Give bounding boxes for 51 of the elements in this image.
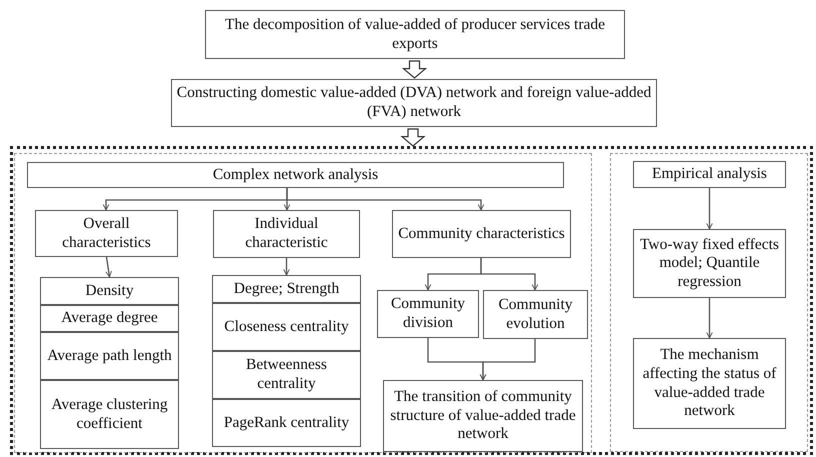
process-box: [40, 380, 179, 449]
box-label: Degree; Strength: [232, 280, 340, 298]
box-label: Average degree: [60, 309, 159, 328]
process-box: [483, 290, 588, 339]
process-box: [377, 290, 479, 338]
arrow: [105, 256, 112, 278]
arrow: [283, 258, 290, 276]
process-box: [213, 210, 360, 258]
box-label: Overall characteristics: [61, 214, 152, 252]
process-box: [40, 332, 179, 380]
process-box: [212, 351, 361, 399]
arrow: [706, 298, 713, 338]
process-box: [633, 161, 786, 188]
box-label: Two-way fixed effects model; Quantile regression: [639, 236, 780, 292]
box-label: Community evolution: [497, 296, 574, 334]
box-label: Community characteristics: [397, 224, 566, 244]
box-label: Complex network analysis: [212, 166, 380, 184]
box-label: Empirical analysis: [651, 165, 768, 184]
box-label: Constructing domestic value-added (DVA) network and foreign value-added (FVA) network: [176, 84, 652, 122]
box-label: The decomposition of value-added of producer services trade exports: [224, 16, 606, 54]
panel-background: [14, 153, 592, 453]
arrow: [286, 188, 484, 210]
box-label: PageRank centrality: [222, 414, 350, 432]
process-box: [633, 229, 786, 298]
dashed-frame: [10, 146, 813, 455]
process-box: [212, 399, 361, 447]
box-label: Density: [84, 282, 135, 300]
box-label: Closeness centrality: [223, 318, 350, 336]
box-label: The mechanism affecting the status of value-added trade network: [642, 346, 778, 421]
box-label: Betweenness centrality: [245, 356, 328, 394]
block-arrow: [400, 128, 426, 147]
process-box: [212, 275, 361, 303]
process-box: [205, 10, 625, 59]
arrow: [706, 188, 713, 230]
box-label: Average clustering coefficient: [50, 396, 169, 434]
process-box: [212, 303, 361, 351]
process-box: [27, 162, 564, 188]
process-box: [40, 277, 179, 305]
block-arrow: [402, 60, 428, 79]
box-label: Average path length: [46, 346, 173, 366]
panel-background: [610, 153, 808, 452]
box-label: The transition of community structure of value-added trade network: [389, 388, 577, 444]
process-box: [35, 210, 178, 257]
process-box: [40, 305, 179, 332]
arrow: [480, 339, 536, 380]
arrow: [480, 258, 538, 290]
box-label: Individual characteristic: [244, 215, 329, 253]
process-box: [392, 210, 571, 258]
process-box: [633, 338, 786, 429]
box-label: Community division: [390, 295, 466, 333]
process-box: [383, 380, 583, 452]
